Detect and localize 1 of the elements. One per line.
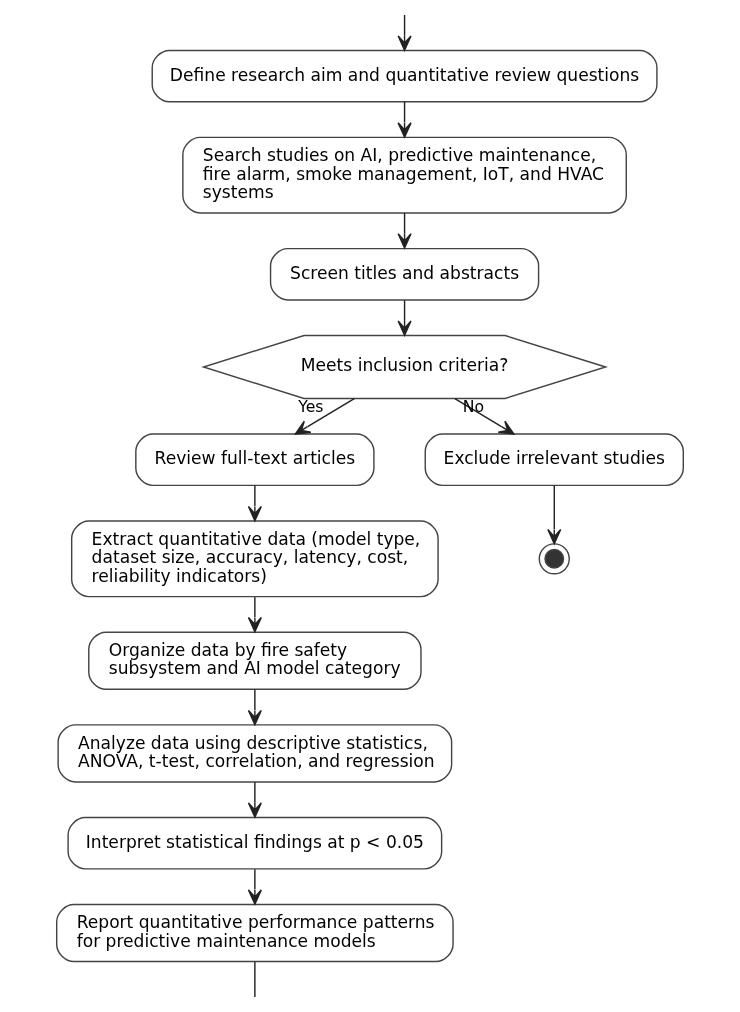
edge-label: Yes [298,397,324,416]
